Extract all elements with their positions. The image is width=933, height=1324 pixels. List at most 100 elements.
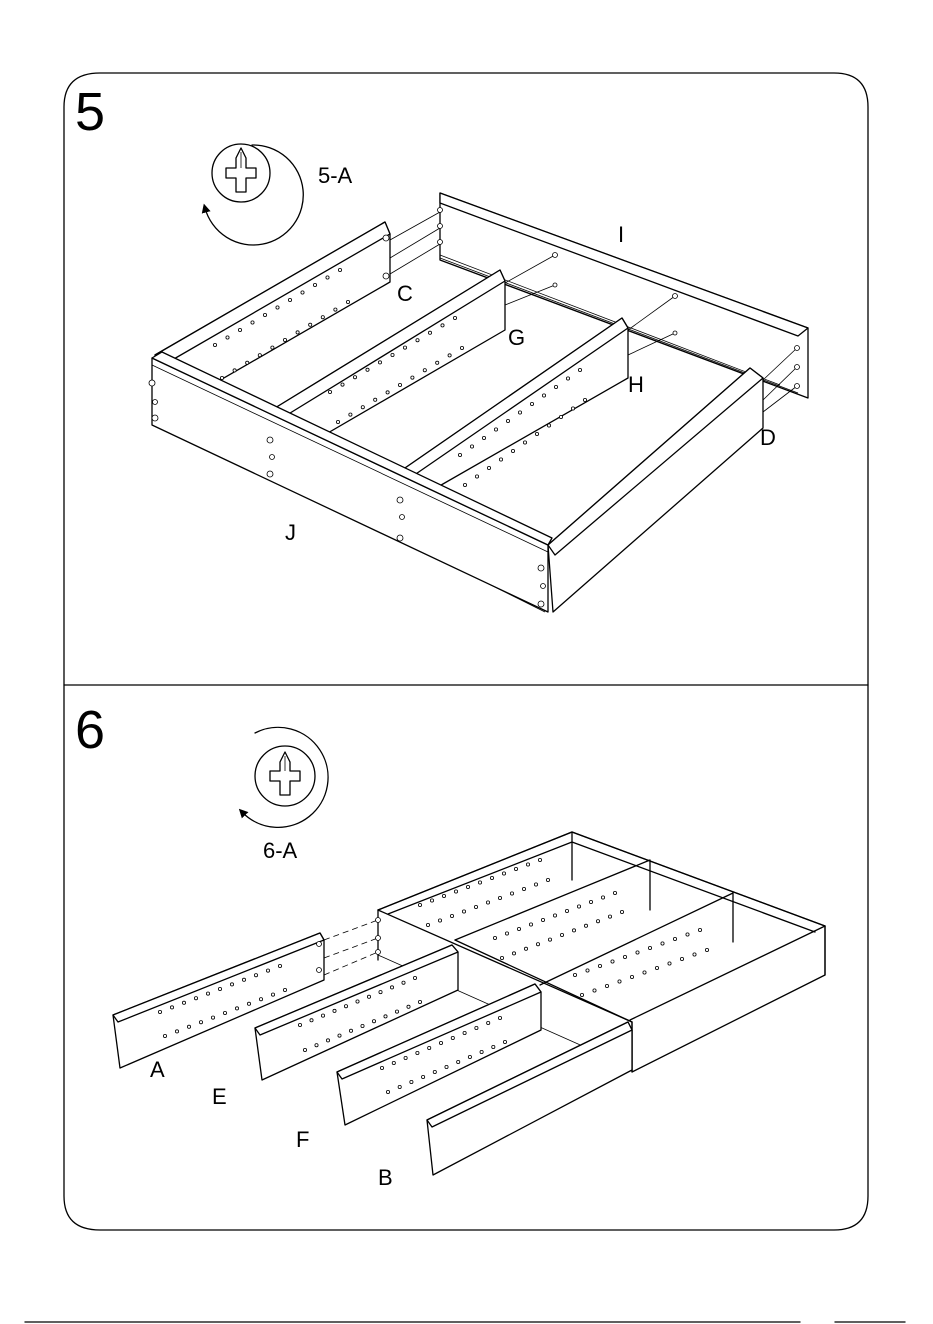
shelf-pin-hole [493, 936, 496, 939]
shelf-pin-hole [259, 998, 262, 1001]
shelf-pin-hole [462, 910, 465, 913]
shelf-pin-hole [512, 952, 515, 955]
shelf-pin-hole [680, 957, 683, 960]
shelf-pin-hole [620, 910, 623, 913]
shelf-pin-hole [524, 947, 527, 950]
shelf-pin-hole [613, 891, 616, 894]
shelf-pin-hole [596, 920, 599, 923]
shelf-pin-hole [315, 1044, 318, 1047]
shelf-pin-hole [398, 1085, 401, 1088]
shelf-pin-hole [361, 406, 364, 409]
shelf-pin-hole [454, 890, 457, 893]
shelf-pin-hole [442, 894, 445, 897]
shelf-pin-hole [490, 876, 493, 879]
shelf-pin-hole [344, 1005, 347, 1008]
shelf-pin-hole [392, 1061, 395, 1064]
shelf-pin-hole [502, 872, 505, 875]
shelf-pin-hole [698, 928, 701, 931]
shelf-pin-hole [182, 1001, 185, 1004]
shelf-pin-hole [439, 1041, 442, 1044]
shelf-pin-hole [492, 1045, 495, 1048]
shelf-pin-hole [553, 914, 556, 917]
shelf-pin-hole [526, 863, 529, 866]
shelf-pin-hole [263, 313, 266, 316]
step-5: 5 5-A [75, 82, 808, 612]
shelf-pin-hole [686, 933, 689, 936]
shelf-pin-hole [418, 903, 421, 906]
shelf-pin-hole [158, 1010, 161, 1013]
shelf-pin-hole [235, 1007, 238, 1010]
shelf-pin-hole [451, 1036, 454, 1039]
shelf-pin-hole [450, 914, 453, 917]
shelf-pin-hole [463, 483, 466, 486]
tool-label: 6-A [263, 838, 298, 863]
shelf-pin-hole [428, 331, 431, 334]
shelf-pin-hole [310, 1019, 313, 1022]
shelf-pin-hole [522, 887, 525, 890]
shelf-pin-hole [548, 938, 551, 941]
shelf-pin-hole [500, 956, 503, 959]
shelf-pin-hole [356, 1000, 359, 1003]
shelf-pin-hole [283, 338, 286, 341]
shelf-pin-hole [278, 964, 281, 967]
shelf-pin-hole [643, 971, 646, 974]
shelf-pin-hole [433, 1070, 436, 1073]
shelf-pin-hole [499, 458, 502, 461]
shelf-pin-hole [542, 394, 545, 397]
shelf-pin-hole [453, 316, 456, 319]
shelf-pin-hole [623, 955, 626, 958]
shelf-pin-hole [441, 324, 444, 327]
shelf-pin-hole [328, 390, 331, 393]
shelf-pin-hole [266, 969, 269, 972]
shelf-pin-hole [175, 1030, 178, 1033]
shelf-pin-hole [271, 993, 274, 996]
part-label-j: J [285, 520, 296, 545]
shelf-pin-hole [577, 905, 580, 908]
shelf-pin-hole [583, 398, 586, 401]
shelf-pin-hole [379, 991, 382, 994]
shelf-pin-hole [303, 1048, 306, 1051]
shelf-pin-hole [436, 361, 439, 364]
shelf-pin-hole [565, 909, 568, 912]
shelf-pin-hole [271, 346, 274, 349]
shelf-pin-hole [566, 377, 569, 380]
shelf-pin-hole [326, 276, 329, 279]
shelf-pin-hole [438, 919, 441, 922]
shelf-pin-hole [384, 1015, 387, 1018]
shelf-pin-hole [474, 905, 477, 908]
shelf-pin-hole [661, 942, 664, 945]
shelf-pin-hole [460, 346, 463, 349]
shelf-pin-hole [194, 997, 197, 1000]
shelf-pin-hole [223, 1011, 226, 1014]
shelf-pin-hole [505, 932, 508, 935]
shelf-pin-hole [514, 867, 517, 870]
shelf-pin-hole [218, 987, 221, 990]
shelf-pin-hole [258, 354, 261, 357]
shelf-pin-hole [572, 929, 575, 932]
shelf-pin-hole [655, 966, 658, 969]
shelf-pin-hole [341, 383, 344, 386]
shelf-pin-hole [390, 986, 393, 989]
shelf-pin-hole [571, 407, 574, 410]
shelf-pin-hole [238, 328, 241, 331]
shelf-pin-hole [648, 946, 651, 949]
shelf-pin-hole [251, 321, 254, 324]
shelf-pin-hole [395, 1010, 398, 1013]
shelf-pin-hole [346, 300, 349, 303]
shelf-pin-hole [336, 420, 339, 423]
shelf-pin-hole [448, 354, 451, 357]
shelf-pin-hole [517, 927, 520, 930]
shelf-pin-hole [226, 336, 229, 339]
shelf-pin-hole [163, 1034, 166, 1037]
shelf-pin-hole [538, 858, 541, 861]
shelf-pin-hole [372, 1020, 375, 1023]
shelf-pin-hole [230, 983, 233, 986]
shelf-pin-hole [326, 1039, 329, 1042]
shelf-pin-hole [422, 1075, 425, 1078]
shelf-pin-hole [378, 361, 381, 364]
shelf-pin-hole [605, 984, 608, 987]
shelf-pin-hole [523, 441, 526, 444]
shelf-pin-hole [206, 992, 209, 995]
shelf-pin-hole [298, 1023, 301, 1026]
shelf-pin-hole [233, 369, 236, 372]
